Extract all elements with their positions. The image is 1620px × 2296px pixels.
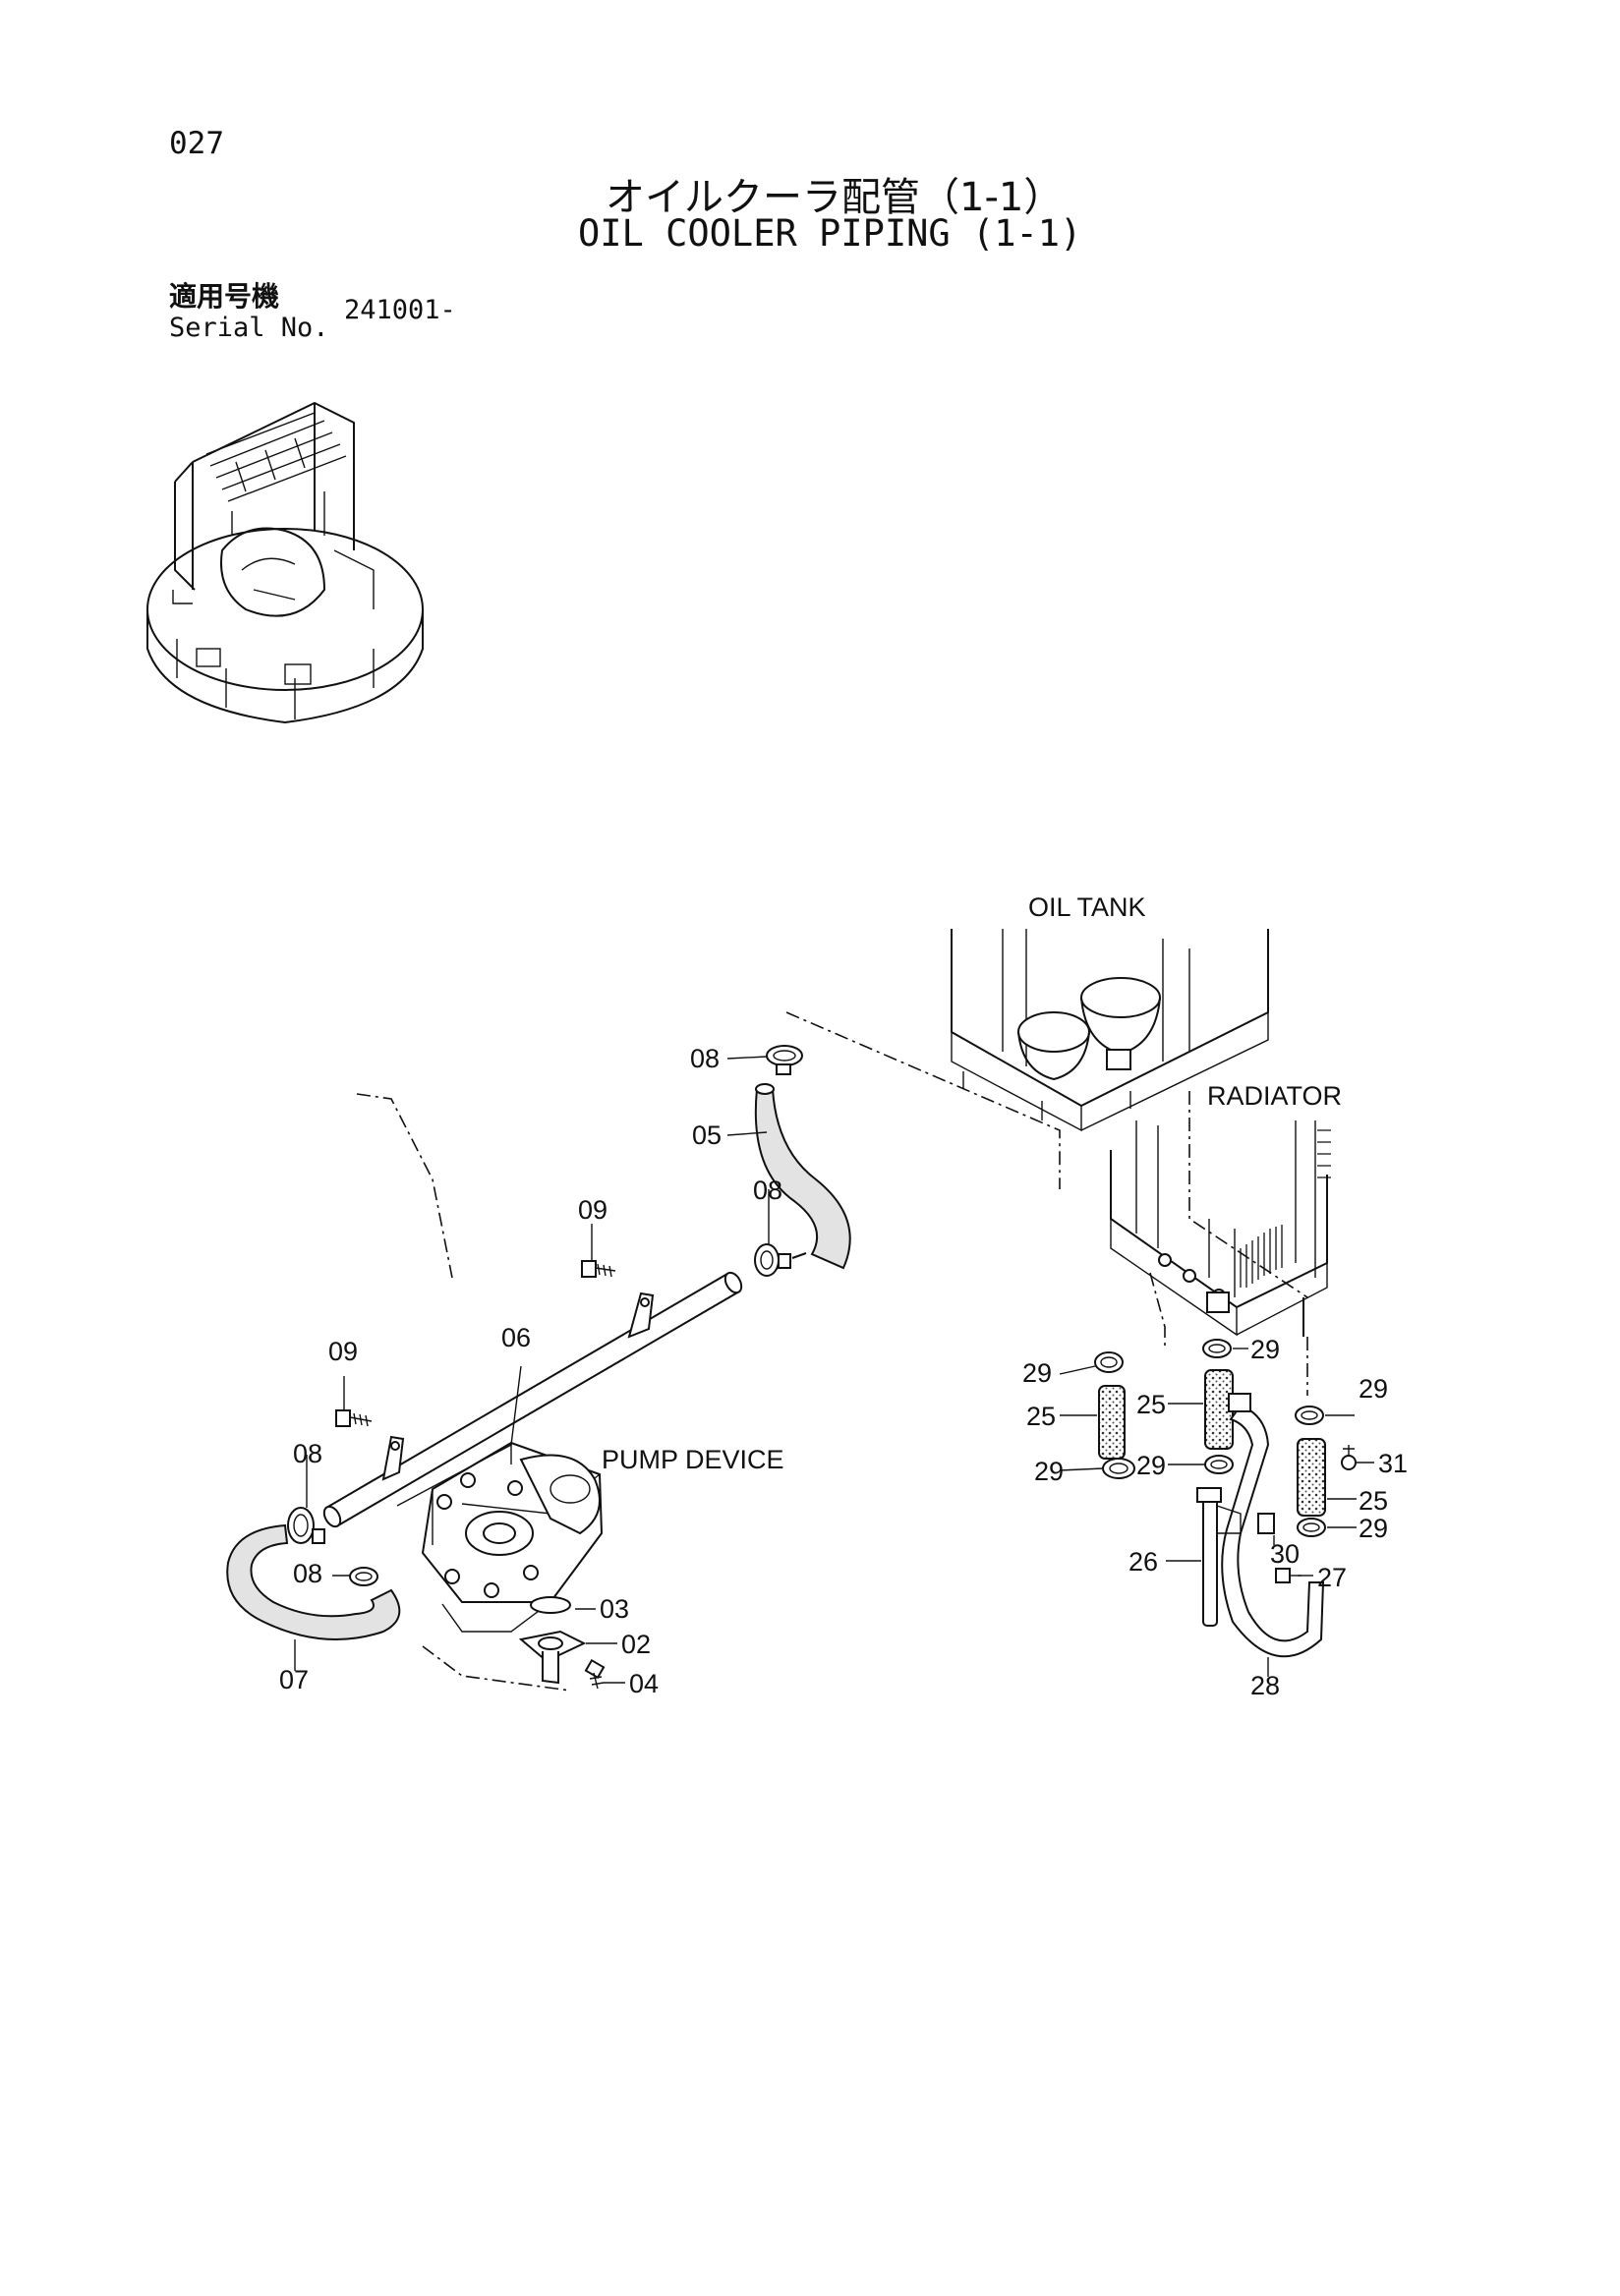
centerline-pump-to-hose-07 [356, 1093, 453, 1279]
callout-08: 08 [690, 1044, 720, 1073]
part-08-clamp-lower-left [287, 1507, 325, 1544]
part-29-clamp-e [1295, 1406, 1324, 1425]
centerline-radiator-left-hose [1149, 1272, 1166, 1347]
radiator [1110, 1091, 1331, 1337]
part-04-bolt [584, 1658, 606, 1690]
callout-03: 03 [600, 1594, 629, 1624]
part-25-hose-right [1297, 1438, 1326, 1517]
excavator-thumbnail [146, 401, 424, 724]
label-oil-tank: OIL TANK [1028, 892, 1146, 922]
part-08-clamp-lower-right [349, 1567, 378, 1586]
callout-08: 08 [293, 1439, 322, 1468]
label-pump-device: PUMP DEVICE [602, 1445, 784, 1474]
serial-label-english: Serial No. [169, 313, 329, 343]
part-29-clamp-f [1297, 1518, 1326, 1537]
callout-25: 25 [1136, 1390, 1166, 1419]
callout-06: 06 [501, 1323, 531, 1352]
callout-25: 25 [1026, 1402, 1056, 1431]
serial-value: 241001- [344, 295, 456, 325]
callout-29: 29 [1250, 1335, 1280, 1364]
callout-31: 31 [1378, 1449, 1408, 1478]
part-09-bolt-upper [581, 1260, 616, 1278]
part-30-bracket [1257, 1513, 1275, 1534]
part-28-pipe-flange [1228, 1393, 1251, 1412]
callout-04: 04 [629, 1669, 659, 1698]
callout-08: 08 [753, 1176, 782, 1205]
callout-02: 02 [621, 1630, 651, 1659]
oil-tank [951, 929, 1269, 1132]
part-29-clamp-a [1094, 1351, 1124, 1373]
callout-26: 26 [1128, 1547, 1158, 1577]
part-05-hose [754, 1088, 851, 1270]
pump-device [421, 1441, 604, 1633]
title-japanese: オイルクーラ配管（1-1） [606, 175, 1064, 220]
part-29-clamp-c [1202, 1339, 1232, 1358]
callout-29: 29 [1136, 1451, 1166, 1480]
part-02-flange [518, 1630, 587, 1685]
part-29-clamp-b [1102, 1458, 1135, 1479]
callout-28: 28 [1250, 1671, 1280, 1700]
page-number: 027 [169, 126, 224, 161]
part-26-pipe [1196, 1487, 1242, 1627]
part-09-bolt-lower [335, 1409, 373, 1427]
part-25-hose-left [1098, 1385, 1126, 1460]
callout-27: 27 [1317, 1563, 1347, 1592]
serial-label-japanese: 適用号機 [169, 280, 280, 313]
callout-29: 29 [1359, 1514, 1388, 1543]
part-08-clamp-upper [766, 1045, 803, 1075]
callout-29: 29 [1034, 1457, 1064, 1486]
part-08-clamp-mid [754, 1243, 791, 1277]
callout-05: 05 [692, 1120, 722, 1150]
callout-29: 29 [1022, 1358, 1052, 1388]
part-06-pipe [322, 1271, 743, 1528]
title-english: OIL COOLER PIPING (1-1) [578, 212, 1082, 255]
callout-09: 09 [328, 1337, 358, 1366]
callout-07: 07 [279, 1665, 309, 1694]
callout-09: 09 [578, 1195, 608, 1225]
part-29-clamp-d [1204, 1455, 1234, 1474]
part-28-pipe [1221, 1404, 1325, 1658]
part-31-bolt [1341, 1445, 1357, 1470]
callout-08: 08 [293, 1559, 322, 1588]
label-radiator: RADIATOR [1207, 1081, 1342, 1111]
part-07-hose [226, 1523, 401, 1640]
callout-25: 25 [1359, 1486, 1388, 1516]
callout-29: 29 [1359, 1374, 1388, 1404]
centerline-hose-05-to-tank [785, 1011, 1061, 1189]
part-03-o-ring [530, 1596, 571, 1614]
callout-30: 30 [1270, 1539, 1300, 1569]
part-05-hose-end [755, 1083, 775, 1095]
leader-lines [294, 1056, 1374, 1684]
